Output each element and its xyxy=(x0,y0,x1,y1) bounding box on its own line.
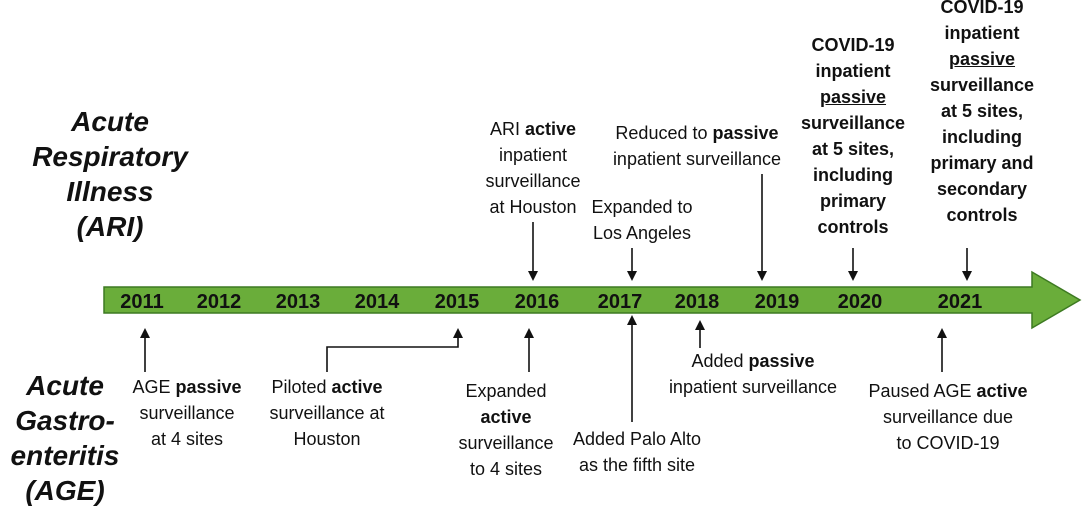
age-event-added-passive: Added passive inpatient surveillance xyxy=(668,351,838,397)
ari-event-houston: ARI active inpatient surveillance at Hou… xyxy=(485,119,581,217)
year-label-2013: 2013 xyxy=(276,291,321,313)
ari-side-title: Acute Respiratory Illness (ARI) xyxy=(32,106,188,242)
year-label-2016: 2016 xyxy=(515,291,560,313)
age-side-title: Acute Gastro- enteritis (AGE) xyxy=(10,370,120,506)
ari-event-covid-2020: COVID-19 inpatient passive surveillance … xyxy=(800,35,906,237)
year-label-2019: 2019 xyxy=(755,291,800,313)
timeline-arrow xyxy=(103,270,1082,330)
year-label-2014: 2014 xyxy=(355,291,400,313)
year-label-2018: 2018 xyxy=(675,291,720,313)
year-label-2021: 2021 xyxy=(938,291,983,313)
year-label-2011: 2011 xyxy=(120,291,163,313)
ari-event-reduced-passive: Reduced to passive inpatient surveillanc… xyxy=(612,123,782,169)
ari-event-los-angeles: Expanded to Los Angeles xyxy=(591,197,693,243)
arrow-age-piloted xyxy=(326,328,463,372)
age-event-passive: AGE passive surveillance at 4 sites xyxy=(132,377,242,449)
year-label-2017: 2017 xyxy=(598,291,643,313)
year-label-2012: 2012 xyxy=(197,291,242,313)
age-event-paused: Paused AGE active surveillance due to CO… xyxy=(868,381,1028,453)
year-label-2015: 2015 xyxy=(435,291,480,313)
year-label-2020: 2020 xyxy=(838,291,883,313)
ari-event-covid-2021: COVID-19 inpatient passive surveillance … xyxy=(929,0,1035,225)
age-event-expanded: Expanded active surveillance to 4 sites xyxy=(458,381,554,479)
age-event-palo-alto: Added Palo Alto as the fifth site xyxy=(572,429,702,475)
age-event-piloted: Piloted active surveillance at Houston xyxy=(269,377,385,449)
